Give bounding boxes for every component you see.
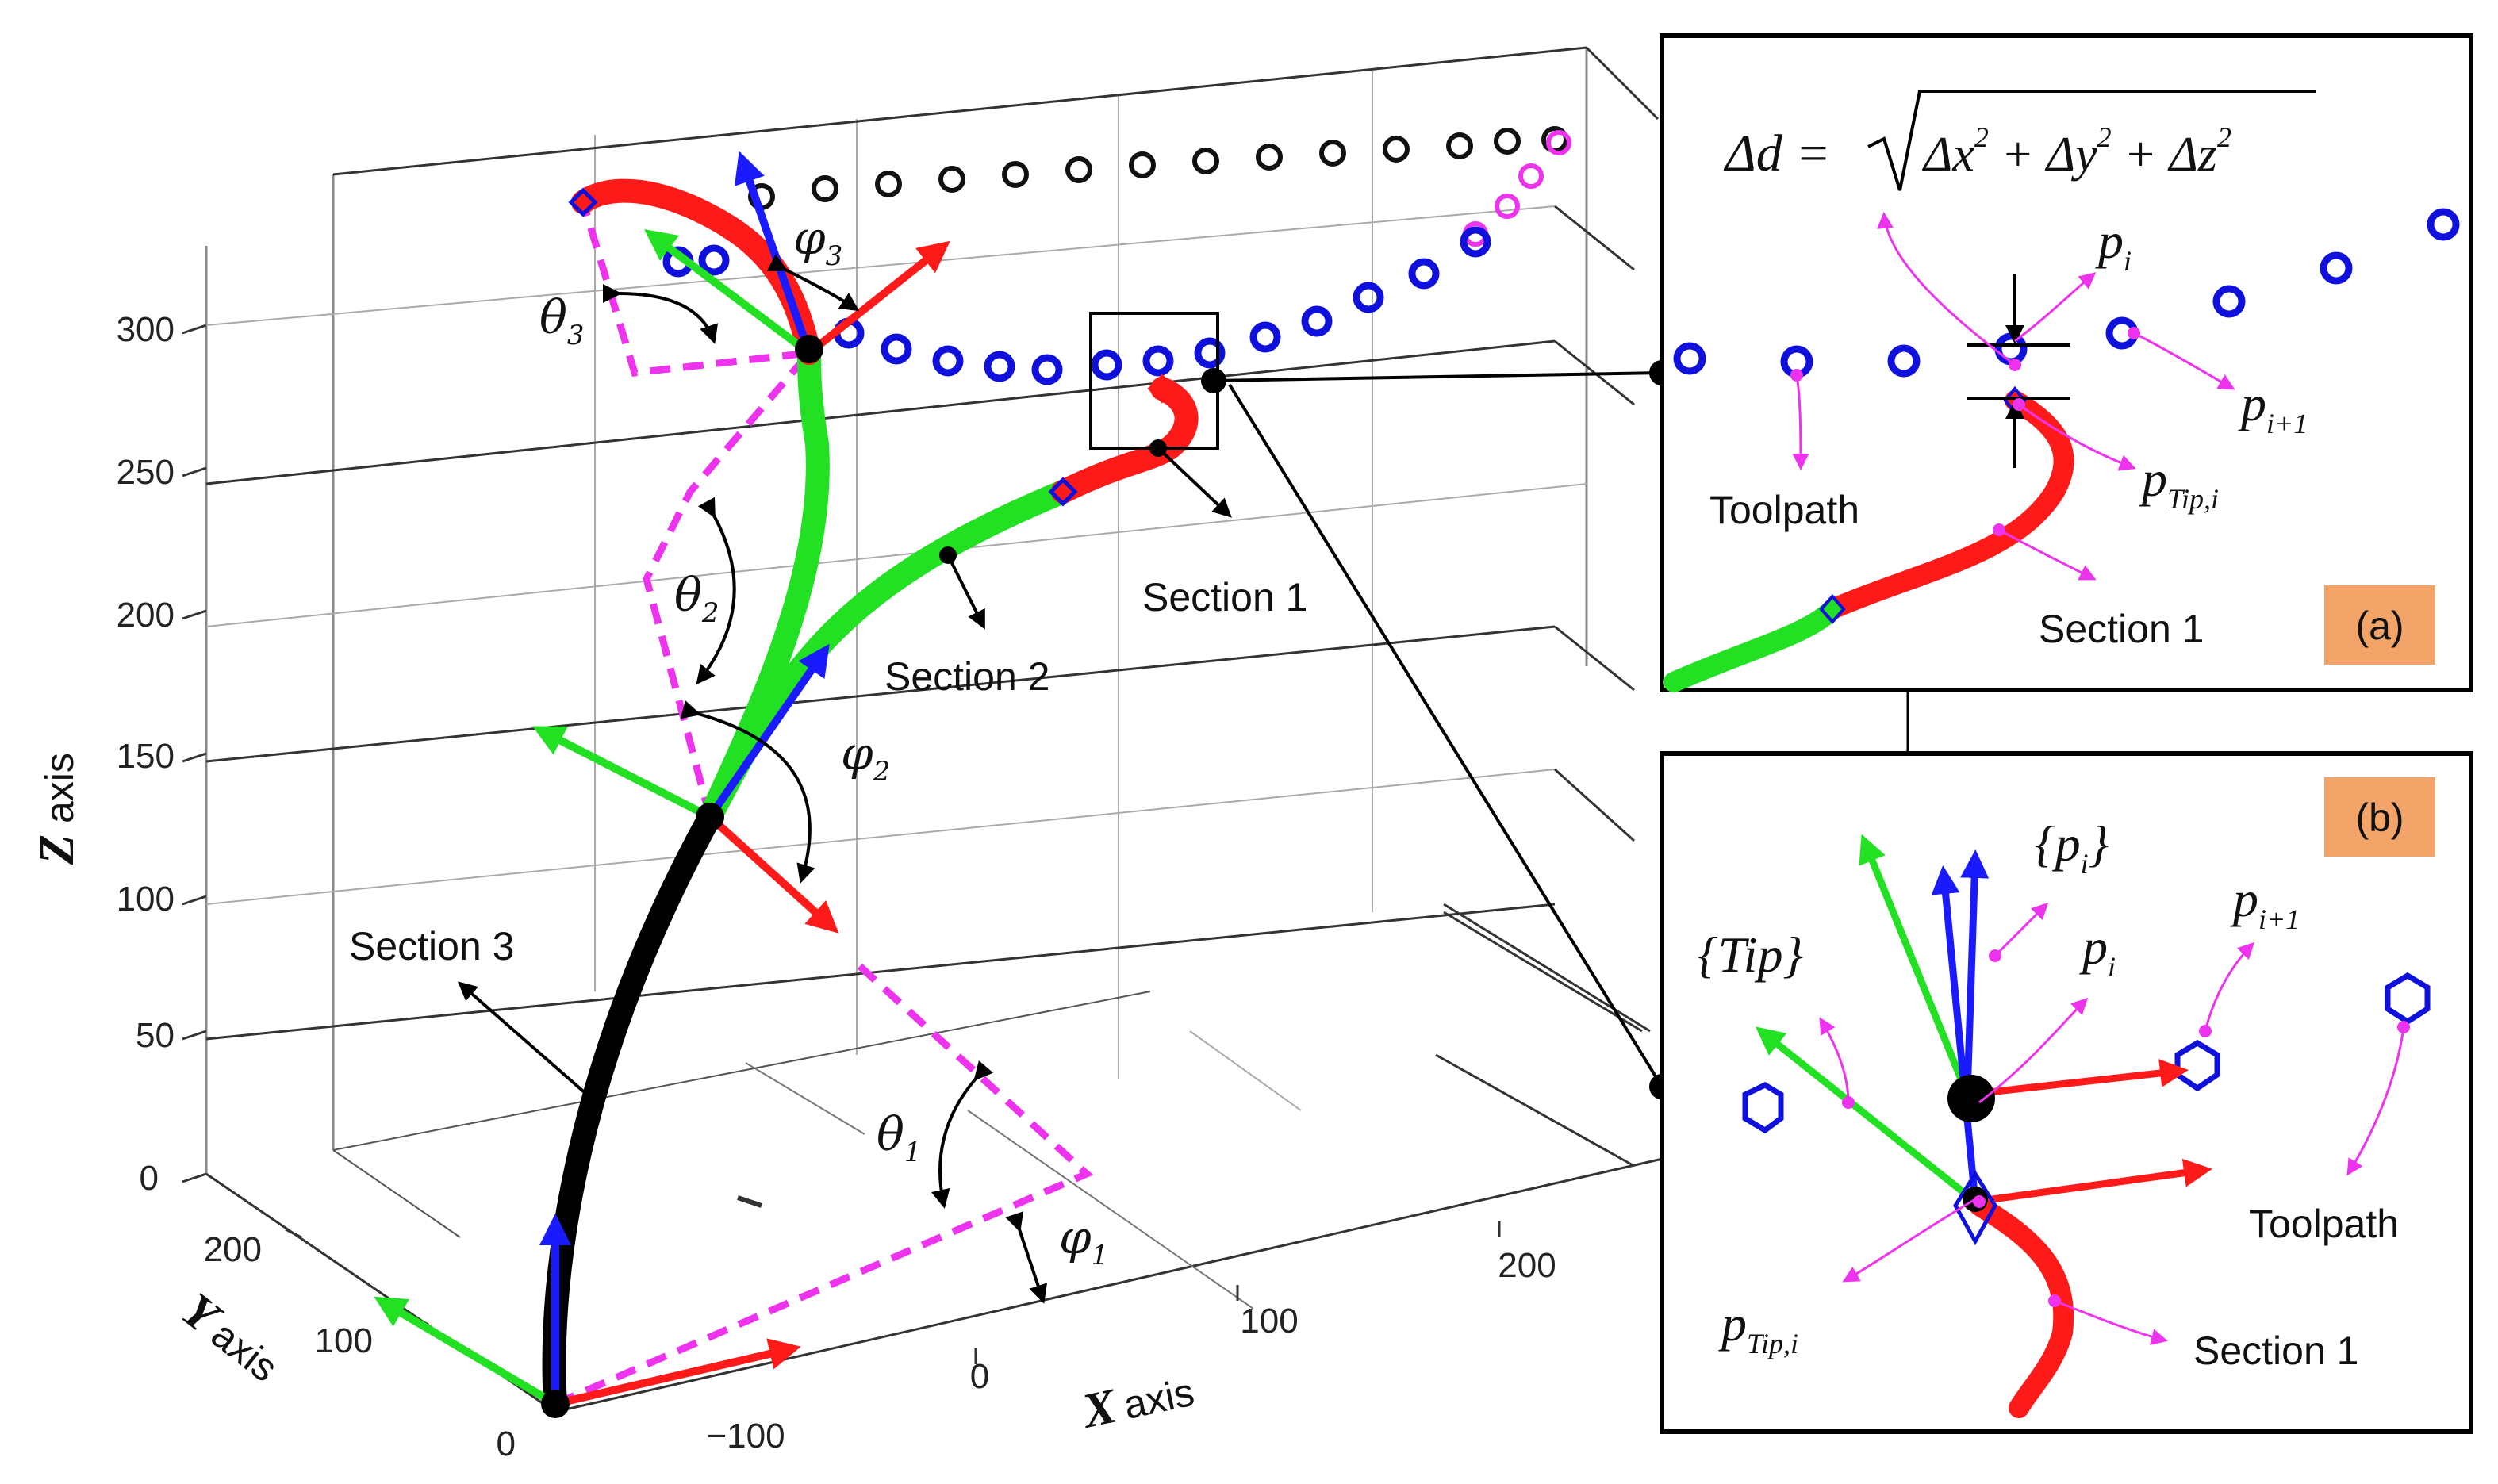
joint-dots xyxy=(541,335,1226,1418)
theta-1-label: θ1 xyxy=(877,1107,922,1168)
section-3-label: Section 3 xyxy=(349,924,514,968)
y-tick-labels: 200 100 0 xyxy=(204,1230,516,1463)
inset-a-ptip-label: pTip,i xyxy=(2139,451,2219,515)
inset-b-frames xyxy=(1755,834,2212,1206)
inset-b: {pi} {Tip} pi pi+1 pTip,i Toolpath Secti… xyxy=(1660,751,2473,1434)
inset-b-ptip-label: pTip,i xyxy=(1718,1295,1798,1359)
inset-a-pointers xyxy=(1792,212,2235,581)
y-tick-100: 100 xyxy=(315,1321,373,1360)
frame-base xyxy=(374,1214,801,1408)
inset-a-badge xyxy=(2324,585,2435,665)
section-3-body xyxy=(542,805,722,1416)
angle-arcs xyxy=(602,254,1048,1304)
x-axis-letter: X xyxy=(1076,1379,1122,1439)
z-tick-150: 150 xyxy=(117,737,175,776)
z-tick-250: 250 xyxy=(117,453,175,492)
inset-b-pi1-label: pi+1 xyxy=(2230,871,2300,935)
y-tick-200: 200 xyxy=(204,1230,262,1269)
inset-a-toolpath xyxy=(1673,208,2460,378)
z-tick-labels: 300 250 200 150 100 50 0 xyxy=(117,310,175,1198)
z-axis-word: axis xyxy=(37,753,82,823)
section-2-body-b xyxy=(698,341,830,829)
section-2-label: Section 2 xyxy=(884,654,1049,699)
tip-markers xyxy=(568,187,1177,507)
x-tick-100: 100 xyxy=(1240,1302,1298,1340)
inset-a-section1-label: Section 1 xyxy=(2039,607,2204,651)
phi-1-label: φ1 xyxy=(1059,1210,1108,1271)
formula-lhs: Δd = xyxy=(1723,125,1831,182)
angle-reference-lines xyxy=(554,201,1094,1408)
inset-a-toolpath-label: Toolpath xyxy=(1709,488,1859,532)
inset-a-pi1-label: pi+1 xyxy=(2238,375,2308,439)
phi-3-label: φ3 xyxy=(793,211,842,272)
inset-a-pi-label: pi xyxy=(2095,213,2132,277)
y-tick-0: 0 xyxy=(497,1425,516,1463)
inset-b-section1 xyxy=(1969,1195,2074,1418)
x-axis-word: axis xyxy=(1120,1370,1199,1428)
z-axis-title: Z axis xyxy=(30,753,84,865)
x-tick-200: 200 xyxy=(1498,1246,1556,1285)
z-tick-300: 300 xyxy=(117,310,175,349)
formula-radicand: Δx2 + Δy2 + Δz2 xyxy=(1921,121,2231,182)
black-toolpath xyxy=(748,126,1568,210)
theta-2-label: θ2 xyxy=(674,568,719,629)
section-1-label: Section 1 xyxy=(1142,575,1307,619)
x-tick-labels: −100 0 100 200 xyxy=(706,1246,1556,1455)
inset-a-section2 xyxy=(1663,599,1843,692)
inset-b-set-tip-label: {Tip} xyxy=(1698,926,1803,983)
phi-2-label: φ2 xyxy=(841,727,890,788)
inset-b-section1-label: Section 1 xyxy=(2193,1329,2358,1373)
z-tick-100: 100 xyxy=(117,880,175,918)
section-1-body-a xyxy=(1051,377,1199,504)
y-axis-title: Y axis xyxy=(171,1283,286,1390)
z-tick-50: 50 xyxy=(136,1016,175,1055)
z-tick-0: 0 xyxy=(140,1159,159,1198)
inset-b-set-pi-label: {pi} xyxy=(2035,815,2109,880)
angle-labels: θ1 φ1 θ2 φ2 θ3 φ3 xyxy=(539,211,1108,1271)
z-tick-200: 200 xyxy=(117,596,175,635)
y-axis-word: axis xyxy=(203,1312,286,1390)
inset-b-badge-label: (b) xyxy=(2355,796,2404,840)
z-axis-letter: Z xyxy=(30,834,84,865)
inset-a-point-dots xyxy=(1790,327,2140,536)
inset-a: Δd = Δx2 + Δy2 + Δz2 xyxy=(1660,33,2473,692)
inset-b-badge xyxy=(2324,777,2435,857)
inset-b-joint xyxy=(1947,1075,1995,1122)
inset-b-pointers xyxy=(1819,902,2405,1345)
inset-a-distance-marker xyxy=(1967,274,2070,468)
x-axis-title: X axis xyxy=(1076,1370,1199,1439)
inset-a-section1 xyxy=(1822,390,2074,619)
inset-b-pi-label: pi xyxy=(2079,918,2116,983)
x-tick-neg100: −100 xyxy=(706,1417,785,1455)
theta-3-label: θ3 xyxy=(539,290,585,351)
inset-b-point-dots xyxy=(1842,949,2410,1307)
inset-a-badge-label: (a) xyxy=(2355,604,2404,648)
section-pointers xyxy=(457,447,1232,1096)
x-tick-0: 0 xyxy=(970,1357,989,1396)
inset-b-toolpath-label: Toolpath xyxy=(2249,1202,2399,1246)
distance-formula: Δd = Δx2 + Δy2 + Δz2 xyxy=(1723,90,2316,191)
